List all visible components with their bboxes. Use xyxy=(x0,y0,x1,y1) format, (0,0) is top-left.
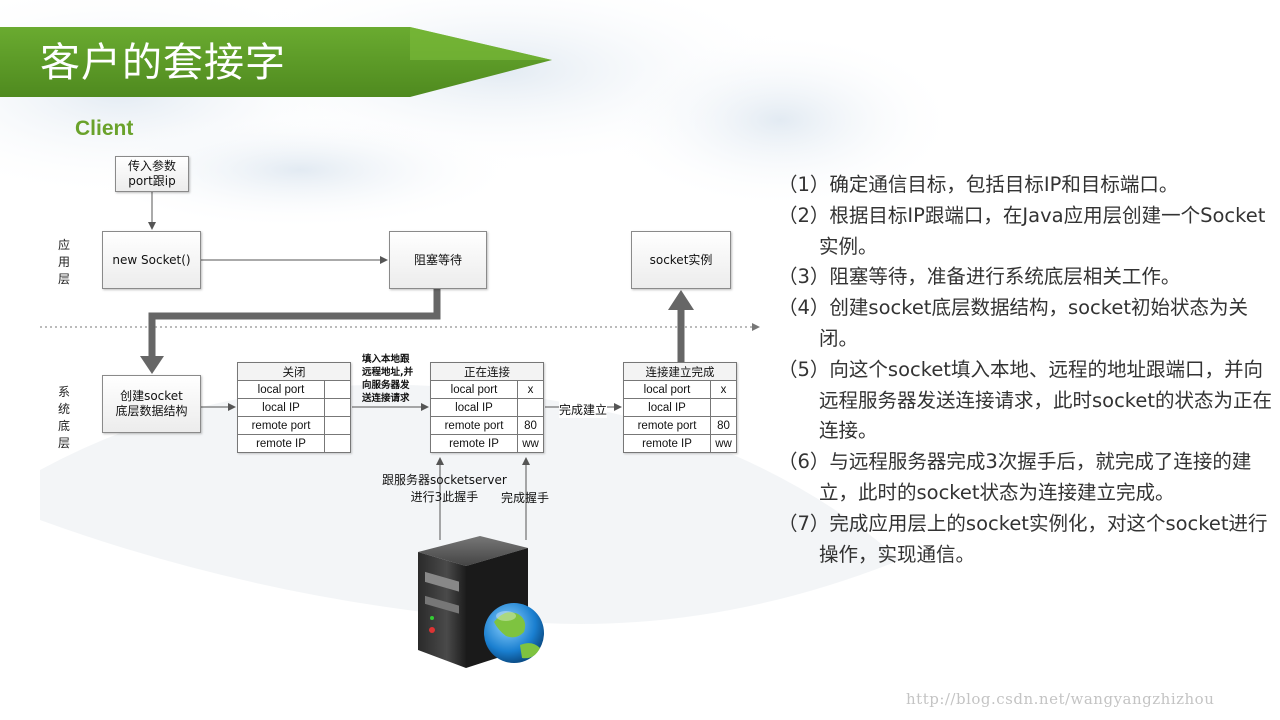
table-row: remote port xyxy=(237,416,351,435)
socket-instance-box: socket实例 xyxy=(631,231,731,289)
table-title: 连接建立完成 xyxy=(623,362,737,381)
steps-list: （1）确定通信目标，包括目标IP和目标端口。 （2）根据目标IP跟端口，在Jav… xyxy=(778,170,1278,570)
list-item: （1）确定通信目标，包括目标IP和目标端口。 xyxy=(778,173,1179,196)
client-label: Client xyxy=(75,117,134,140)
table-title: 关闭 xyxy=(237,362,351,381)
table-title: 正在连接 xyxy=(430,362,544,381)
system-layer-label: 系统底层 xyxy=(57,385,70,450)
footer-watermark: http://blog.csdn.net/wangyangzhizhou xyxy=(906,690,1215,708)
new-socket-box: new Socket() xyxy=(102,231,201,289)
list-item: （7）完成应用层上的socket实例化，对这个socket进行操作，实现通信。 xyxy=(778,511,1268,566)
title-banner xyxy=(0,27,552,97)
page-title: 客户的套接字 xyxy=(40,40,286,86)
table-row: remote IP xyxy=(237,434,351,453)
blocking-wait-box: 阻塞等待 xyxy=(389,231,487,289)
list-item: （3）阻塞等待，准备进行系统底层相关工作。 xyxy=(778,265,1181,289)
app-layer-label: 应用层 xyxy=(57,238,70,286)
handshake-done-label: 完成握手 xyxy=(501,491,550,505)
fill-address-note: 填入本地跟远程地址,并向服务器发送连接请求 xyxy=(362,354,414,404)
socket-state-table-closed: 关闭 local port local IP remote port remot… xyxy=(237,362,351,453)
list-item: （2）根据目标IP跟端口，在Java应用层创建一个Socket实例。 xyxy=(778,203,1266,258)
globe-icon xyxy=(484,603,544,663)
list-item: （4）创建socket底层数据结构，socket初始状态为关闭。 xyxy=(778,296,1249,350)
list-item: （6）与远程服务器完成3次握手后，就完成了连接的建立，此时的socket状态为连… xyxy=(778,450,1252,504)
table-row: local IP xyxy=(237,398,351,417)
list-item: （5）向这个socket填入本地、远程的地址跟端口，并向远程服务器发送连接请求，… xyxy=(778,357,1273,443)
complete-label: 完成建立 xyxy=(559,401,608,418)
